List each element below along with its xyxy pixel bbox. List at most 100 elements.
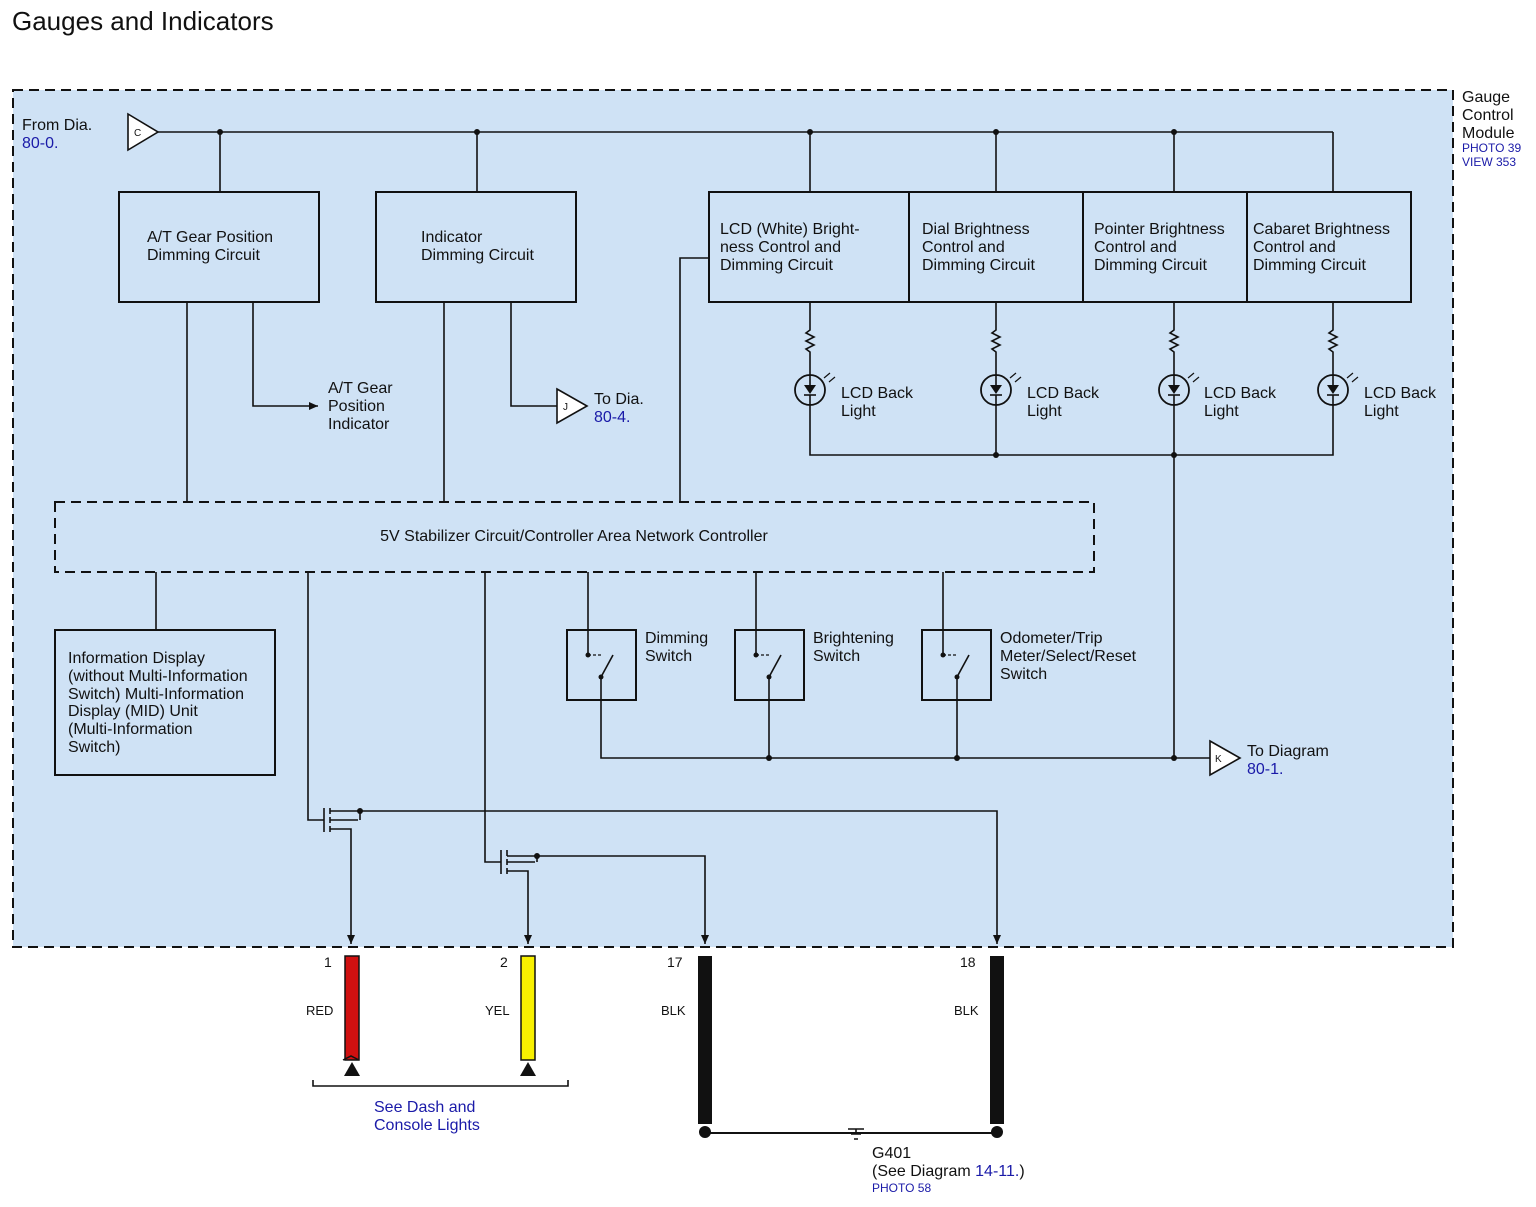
from-dia-connector-c[interactable]: From Dia. 80-0. C — [22, 112, 160, 152]
to-diagram-connector-k[interactable]: K To Diagram 80-1. — [1209, 739, 1329, 778]
pin-2-yellow-wire[interactable]: 2 YEL — [485, 954, 536, 1076]
cabaret-brightness-circuit: Cabaret Brightness Control and Dimming C… — [1246, 191, 1412, 303]
svg-text:See Dash and: See Dash and — [374, 1099, 475, 1116]
svg-text:BLK: BLK — [954, 1003, 979, 1018]
svg-text:80-1.: 80-1. — [1247, 761, 1283, 778]
switch-return-wiring — [600, 700, 1210, 761]
svg-text:YEL: YEL — [485, 1003, 510, 1018]
ground-g401: G401 (See Diagram 14-11.) PHOTO 58 — [699, 1126, 1025, 1195]
svg-text:Control: Control — [1462, 107, 1514, 124]
lcd-white-brightness-circuit: LCD (White) Bright- ness Control and Dim… — [708, 191, 910, 303]
svg-text:Control and: Control and — [922, 239, 1005, 256]
svg-text:G401: G401 — [872, 1145, 911, 1162]
svg-text:K: K — [1215, 754, 1222, 765]
svg-text:Dial Brightness: Dial Brightness — [922, 221, 1030, 238]
svg-text:80-4.: 80-4. — [594, 409, 630, 426]
svg-text:Dimming Circuit: Dimming Circuit — [421, 247, 534, 264]
svg-text:2: 2 — [500, 954, 508, 970]
svg-text:LCD (White) Bright-: LCD (White) Bright- — [720, 221, 860, 238]
transistor-red-circuit — [307, 572, 1001, 944]
svg-text:Meter/Select/Reset: Meter/Select/Reset — [1000, 648, 1137, 665]
svg-text:Dimming Circuit: Dimming Circuit — [720, 257, 833, 274]
svg-text:1: 1 — [324, 954, 332, 970]
dimming-switch[interactable]: Dimming Switch — [566, 572, 708, 701]
transistor-yellow-circuit — [484, 572, 709, 944]
svg-text:Display (MID) Unit: Display (MID) Unit — [68, 703, 198, 720]
svg-text:Light: Light — [841, 403, 876, 420]
svg-text:C: C — [134, 128, 141, 139]
svg-text:BLK: BLK — [661, 1003, 686, 1018]
svg-text:Indicator: Indicator — [328, 416, 390, 433]
module-label: Gauge Control Module PHOTO 39 VIEW 353 — [1462, 89, 1521, 169]
svg-text:LCD Back: LCD Back — [841, 385, 914, 402]
svg-text:Pointer Brightness: Pointer Brightness — [1094, 221, 1225, 238]
svg-text:Light: Light — [1204, 403, 1239, 420]
svg-text:5V Stabilizer Circuit/Controll: 5V Stabilizer Circuit/Controller Area Ne… — [380, 528, 768, 545]
svg-text:To Diagram: To Diagram — [1247, 743, 1329, 760]
svg-text:PHOTO 58: PHOTO 58 — [872, 1181, 931, 1195]
svg-text:(See Diagram 14-11.): (See Diagram 14-11.) — [872, 1163, 1025, 1180]
at-gear-dimming-circuit: A/T Gear Position Dimming Circuit — [118, 191, 320, 303]
pointer-brightness-circuit: Pointer Brightness Control and Dimming C… — [1082, 191, 1248, 303]
svg-text:A/T Gear: A/T Gear — [328, 380, 393, 397]
svg-text:Gauge: Gauge — [1462, 89, 1510, 106]
brightening-switch[interactable]: Brightening Switch — [734, 572, 894, 701]
svg-text:Dimming Circuit: Dimming Circuit — [922, 257, 1035, 274]
svg-text:17: 17 — [667, 954, 683, 970]
svg-text:Switch) Multi-Information: Switch) Multi-Information — [68, 686, 244, 703]
circuit-to-controller-wiring — [186, 257, 709, 502]
svg-text:Dimming Circuit: Dimming Circuit — [1094, 257, 1207, 274]
svg-text:Control and: Control and — [1094, 239, 1177, 256]
top-bus-wiring — [158, 129, 1334, 192]
to-dia-connector-j[interactable]: J To Dia. 80-4. — [510, 302, 644, 426]
svg-text:PHOTO 39: PHOTO 39 — [1462, 141, 1521, 155]
svg-text:Dimming: Dimming — [645, 630, 708, 647]
svg-text:Switch: Switch — [1000, 666, 1047, 683]
lcd-backlight-3: LCD Back Light — [1158, 302, 1277, 420]
svg-text:RED: RED — [306, 1003, 333, 1018]
svg-text:ness Control and: ness Control and — [720, 239, 841, 256]
pin-18-black-wire[interactable]: 18 BLK — [954, 954, 1004, 1124]
svg-text:A/T Gear Position: A/T Gear Position — [147, 229, 273, 246]
svg-text:Switch): Switch) — [68, 739, 120, 756]
pin-1-red-wire[interactable]: 1 RED — [306, 954, 360, 1076]
pin-17-black-wire[interactable]: 17 BLK — [661, 954, 712, 1124]
svg-text:J: J — [563, 402, 568, 413]
svg-text:VIEW 353: VIEW 353 — [1462, 155, 1516, 169]
lcd-backlight-2: LCD Back Light — [980, 302, 1100, 420]
svg-text:(Multi-Information: (Multi-Information — [68, 721, 192, 738]
svg-text:Brightening: Brightening — [813, 630, 894, 647]
svg-text:80-0.: 80-0. — [22, 135, 58, 152]
backlight-return-wiring — [809, 405, 1334, 758]
svg-text:Light: Light — [1364, 403, 1399, 420]
svg-text:To Dia.: To Dia. — [594, 391, 644, 408]
svg-text:18: 18 — [960, 954, 976, 970]
gauge-control-module-boundary — [12, 89, 1454, 948]
page-title: Gauges and Indicators — [12, 6, 274, 36]
svg-text:Console Lights: Console Lights — [374, 1117, 480, 1134]
svg-text:Dimming Circuit: Dimming Circuit — [147, 247, 260, 264]
svg-text:LCD Back: LCD Back — [1027, 385, 1100, 402]
svg-text:(without Multi-Information: (without Multi-Information — [68, 668, 248, 685]
svg-text:Dimming Circuit: Dimming Circuit — [1253, 257, 1366, 274]
svg-text:Information Display: Information Display — [68, 650, 205, 667]
stabilizer-controller-block: 5V Stabilizer Circuit/Controller Area Ne… — [54, 501, 1095, 573]
svg-text:From Dia.: From Dia. — [22, 117, 92, 134]
svg-text:Switch: Switch — [813, 648, 860, 665]
svg-text:Switch: Switch — [645, 648, 692, 665]
information-display-unit: Information Display (without Multi-Infor… — [54, 572, 276, 776]
svg-text:Odometer/Trip: Odometer/Trip — [1000, 630, 1103, 647]
svg-text:Light: Light — [1027, 403, 1062, 420]
svg-text:LCD Back: LCD Back — [1204, 385, 1277, 402]
svg-text:LCD Back: LCD Back — [1364, 385, 1437, 402]
at-gear-position-indicator-output: A/T Gear Position Indicator — [252, 302, 393, 433]
svg-text:Position: Position — [328, 398, 385, 415]
svg-text:Control and: Control and — [1253, 239, 1336, 256]
odometer-trip-select-reset-switch[interactable]: Odometer/Trip Meter/Select/Reset Switch — [921, 572, 1137, 701]
svg-text:Cabaret Brightness: Cabaret Brightness — [1253, 221, 1390, 238]
indicator-dimming-circuit: Indicator Dimming Circuit — [375, 191, 577, 303]
svg-text:Indicator: Indicator — [421, 229, 483, 246]
see-dash-console-lights-link[interactable]: See Dash and Console Lights — [312, 1080, 569, 1134]
lcd-backlight-1: LCD Back Light — [794, 302, 914, 420]
